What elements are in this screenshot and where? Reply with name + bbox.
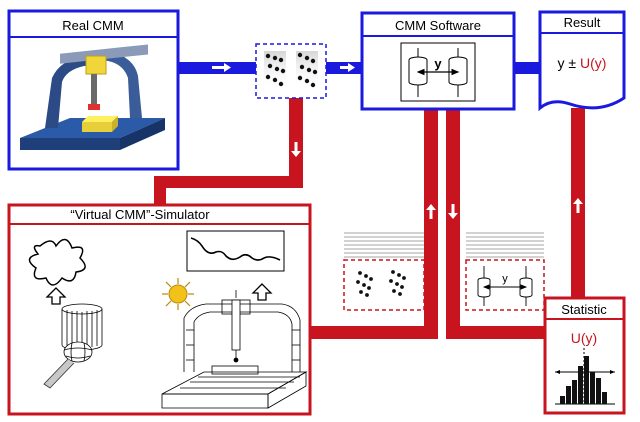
real-cmm-box: Real CMM <box>7 9 180 171</box>
virtual-cmm-simulator-box: “Virtual CMM”-Simulator <box>7 203 312 416</box>
probe-wireframe-illustration <box>43 303 103 389</box>
result-formula: y ± U(y) <box>558 55 607 71</box>
arrow-up-icon <box>573 198 583 213</box>
blue-connectors <box>178 62 540 74</box>
histogram-icon <box>555 348 615 405</box>
signal-curve-panel <box>186 230 285 272</box>
statistic-title: Statistic <box>561 302 607 317</box>
simulated-points-box <box>343 230 425 311</box>
statistic-uncertainty-label: U(y) <box>571 330 597 346</box>
point-cloud-icon <box>264 51 318 91</box>
result-box: Result y ± U(y) <box>538 10 626 112</box>
arrow-right-icon <box>212 63 355 72</box>
sim-measurand-label: y <box>502 273 508 285</box>
measured-points-box <box>255 43 327 99</box>
result-title: Result <box>564 15 601 30</box>
arrow-up-icon <box>251 283 273 301</box>
result-formula-prefix: y ± <box>558 55 580 71</box>
cmm-machine-illustration <box>20 44 165 150</box>
cmm-software-box: CMM Software y <box>360 11 516 111</box>
arrow-down-icon <box>448 204 458 219</box>
arrow-up-icon <box>426 204 436 219</box>
form-deviation-shape <box>28 238 86 286</box>
software-measurand-label: y <box>434 56 442 71</box>
cylinder-distance-icon <box>408 48 468 97</box>
result-formula-uncertainty: U(y) <box>580 55 606 71</box>
cmm-software-title: CMM Software <box>395 18 481 33</box>
cylinder-distance-icon <box>477 266 533 306</box>
red-connectors <box>154 98 585 339</box>
flow-arrows <box>291 142 583 219</box>
arrow-down-icon <box>291 142 301 157</box>
sun-icon <box>162 278 194 310</box>
point-cloud-icon <box>356 270 406 297</box>
virtual-cmm-wireframe <box>161 290 308 409</box>
simulated-results-box: y <box>465 230 545 311</box>
statistic-box: Statistic U(y) <box>543 296 626 415</box>
real-cmm-title: Real CMM <box>62 18 123 33</box>
arrow-up-icon <box>45 287 67 305</box>
connector-software-to-result <box>514 62 540 74</box>
simulator-title: “Virtual CMM”-Simulator <box>70 207 210 222</box>
